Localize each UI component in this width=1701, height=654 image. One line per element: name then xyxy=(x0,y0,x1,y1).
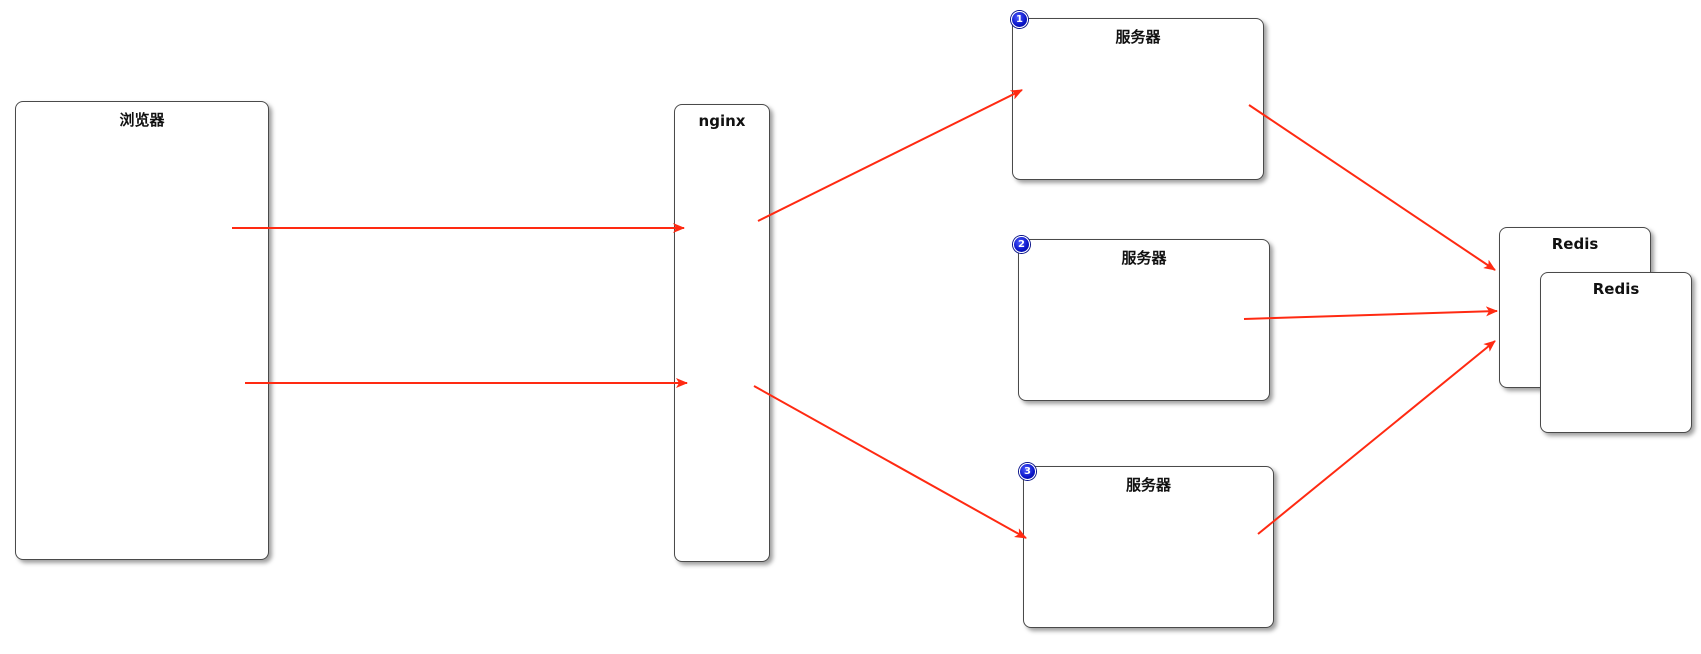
server-1-badge: 1 xyxy=(1011,11,1028,28)
arrow-server-1-to-redis xyxy=(1248,104,1496,271)
redis-back-title: Redis xyxy=(1551,235,1599,253)
redis-node-front: Redis xyxy=(1540,272,1692,433)
arrow-nginx-to-server-3 xyxy=(753,385,1027,539)
nginx-node: nginx xyxy=(674,104,770,562)
nginx-title: nginx xyxy=(698,112,746,130)
server-2-badge: 2 xyxy=(1013,236,1030,253)
browser-title: 浏览器 xyxy=(119,111,165,129)
arrow-server-2-to-redis xyxy=(1243,306,1498,320)
server-1-title: 服务器 xyxy=(1115,28,1161,46)
server-3-badge: 3 xyxy=(1019,463,1036,480)
server-1-node: 服务器 xyxy=(1012,18,1264,180)
redis-front-title: Redis xyxy=(1592,280,1640,298)
arrow-nginx-to-server-1 xyxy=(757,89,1023,222)
server-3-title: 服务器 xyxy=(1125,476,1171,494)
arrow-server-3-to-redis xyxy=(1257,340,1496,535)
server-2-node: 服务器 xyxy=(1018,239,1270,401)
server-3-node: 服务器 xyxy=(1023,466,1274,628)
browser-node: 浏览器 xyxy=(15,101,269,560)
server-2-title: 服务器 xyxy=(1121,249,1167,267)
